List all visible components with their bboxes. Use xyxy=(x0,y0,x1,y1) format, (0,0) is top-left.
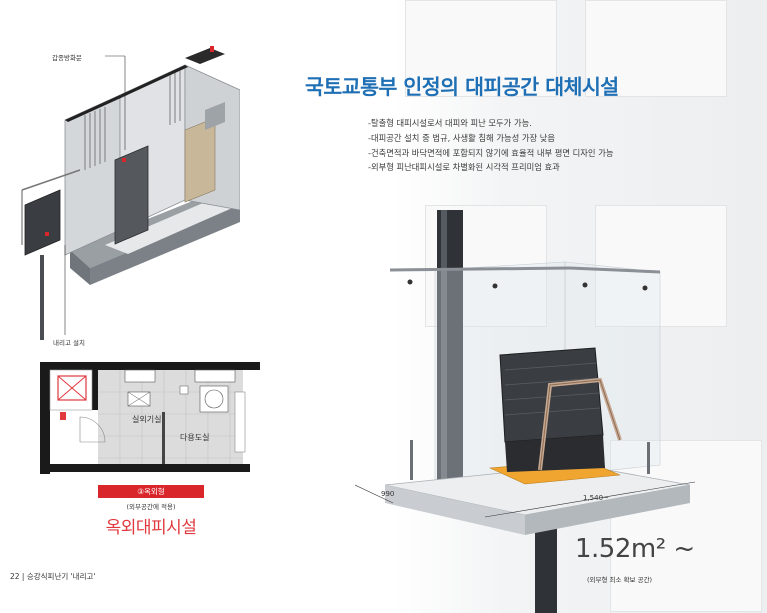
ladder-install-label: 내리고 설치 xyxy=(53,339,85,347)
area-value: 1.52m² ~ xyxy=(575,534,695,564)
area-note: (외부형 최소 확보 공간) xyxy=(587,576,653,584)
floor-plan: 실외기실 다용도실 xyxy=(40,362,260,474)
feature-item: -건축면적과 바닥면적에 포함되지 않기에 효율적 내부 평면 디자인 가능 xyxy=(368,147,614,158)
plan-room-label: 다용도실 xyxy=(180,432,209,442)
product-illustration xyxy=(355,210,696,613)
type-name: 옥외대피시설 xyxy=(105,518,197,538)
depth-dimension: 990 xyxy=(381,490,395,498)
feature-list: -탈출형 대피시설로서 대피와 피난 모두가 가능. -대피공간 설치 중 법규… xyxy=(368,116,613,175)
type-sub-label: (외부공간에 적용) xyxy=(126,503,176,511)
isometric-illustration xyxy=(21,46,240,340)
type-badge: ③옥외형 xyxy=(98,485,204,498)
feature-item: -탈출형 대피시설로서 대피와 피난 모두가 가능. xyxy=(368,118,532,128)
fire-door-label: 갑종방화문 xyxy=(52,54,82,62)
page-title: 국토교통부 인정의 대피공간 대체시설 xyxy=(305,75,619,99)
plan-room-label: 실외기실 xyxy=(132,414,161,424)
feature-item: -대피공간 설치 중 법규, 사생활 침해 가능성 가장 낮음 xyxy=(368,132,556,143)
feature-item: -외부형 피난대피시설로 차별화된 시각적 프리미엄 효과 xyxy=(368,162,560,173)
width-dimension: 1,540~ xyxy=(583,494,609,502)
page-footer: 22 | 승강식피난기 '내리고' xyxy=(10,572,96,581)
